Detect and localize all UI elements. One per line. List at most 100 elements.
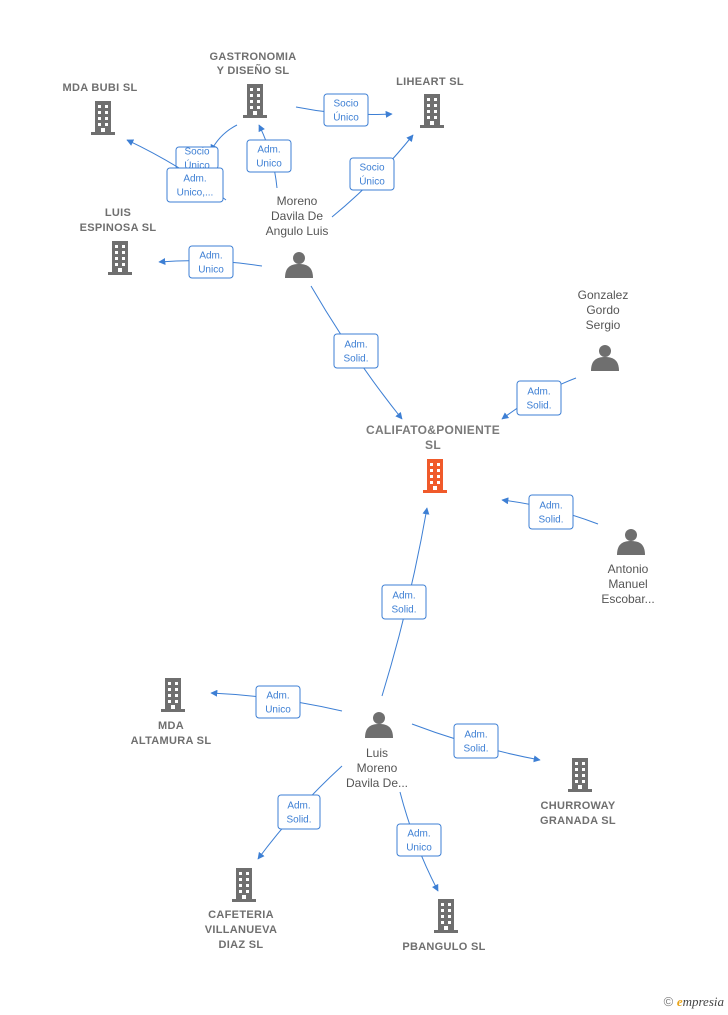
node-label-line: GRANADA SL [540,815,616,827]
node-label-line: SL [425,438,441,452]
node-label-line: CALIFATO&PONIENTE [366,423,500,437]
building-icon [420,94,444,128]
node-luisespinosa[interactable]: LUIS ESPINOSA SL [80,207,157,275]
edge-label-line: Socio [359,163,384,174]
edge-label-line: Adm. [464,730,487,741]
node-label-line: Manuel [608,577,647,591]
node-label-line: CAFETERIA [208,909,274,921]
edge-label-line: Solid. [463,744,488,755]
person-icon [617,529,645,555]
node-label-line: LUIS [105,207,131,219]
node-mdaaltamura[interactable]: MDA ALTAMURA SL [131,678,212,747]
node-label-line: Sergio [586,318,621,332]
edge-label-line: Solid. [526,401,551,412]
person-icon [591,345,619,371]
edge-luismoreno-to-mdaaltamura: Adm. Unico [210,685,343,719]
node-mdabubi[interactable]: MDA BUBI SL [63,82,138,135]
edge-label-box[interactable]: Adm. Solid. [528,494,574,530]
node-label-line: PBANGULO SL [402,941,485,953]
edge-label-line: Unico [265,705,291,716]
edge-label-box[interactable]: Adm. Unico [396,823,442,857]
edge-label-box[interactable]: Adm. Unico [246,139,292,173]
node-label-line: Davila De... [346,776,408,790]
building-icon [91,101,115,135]
node-label-line: LIHEART SL [396,76,464,88]
building-icon [161,678,185,712]
edge-label-box[interactable]: Adm. Solid. [381,584,427,620]
node-liheart[interactable]: LIHEART SL [396,76,464,128]
edge-label-line: Solid. [391,605,416,616]
edge-luismoreno-to-califato: Adm. Solid. [381,507,430,697]
edge-luismoreno-to-pbangulo: Adm. Unico [396,791,442,892]
building-icon [434,899,458,933]
node-label-line: Gordo [586,303,620,317]
edge-moreno-to-mdabubi: Adm.Unico,... [126,139,227,203]
building-icon [108,241,132,275]
building-icon [423,459,447,493]
edge-label-box[interactable]: Adm. Solid. [516,380,562,416]
edge-label-line: Adm. [392,591,415,602]
building-icon [568,758,592,792]
node-label-line: Moreno [277,194,318,208]
edge-label-line: Adm. [199,251,222,262]
node-label-line: Gonzalez [578,288,629,302]
node-label-line: MDA [158,720,184,732]
node-pbangulo[interactable]: PBANGULO SL [402,899,485,953]
edge-antonio-to-califato: Adm. Solid. [501,494,599,530]
node-label-line: ALTAMURA SL [131,735,212,747]
edge-label-line: Unico [406,843,432,854]
edge-label-box[interactable]: Adm. Solid. [453,723,499,759]
edge-label-line: Unico [256,159,282,170]
edge-label-line: Adm. [266,691,289,702]
edge-label-box[interactable]: Adm. Unico [255,685,301,719]
edge-label-box[interactable]: Adm.Unico,... [166,167,224,203]
edge-label-line: Socio [184,147,209,158]
person-icon [365,712,393,738]
edge-label-line: Adm. [539,501,562,512]
node-label-line: Escobar... [601,592,654,606]
edge-label-line: Único [359,175,385,188]
node-label-line: ESPINOSA SL [80,222,157,234]
edge-label-line: Socio [333,99,358,110]
edge-label-box[interactable]: Adm. Solid. [277,794,321,830]
edge-label-line: Adm. [407,829,430,840]
edge-label-line: Adm. [257,145,280,156]
person-icon [285,252,313,278]
edge-label-box[interactable]: Adm. Solid. [333,333,379,369]
edge-label-line: Único [333,111,359,124]
edge-label-line: Solid. [286,815,311,826]
edge-moreno-to-califato: Adm. Solid. [310,285,403,420]
node-label-line: Y DISEÑO SL [217,64,290,77]
edge-moreno-to-gastronomia: Adm. Unico [246,124,292,189]
building-icon [243,84,267,118]
edge-label-line: Adm. [527,387,550,398]
edge-label-box[interactable]: Adm. Unico [188,245,234,279]
edge-label-line: Adm. [287,801,310,812]
node-label-line: DIAZ SL [219,939,264,951]
copyright-icon: © [663,994,674,1009]
edge-label-line: Solid. [343,354,368,365]
edge-label-line: Unico,... [177,188,214,199]
node-label-line: Antonio [608,562,649,576]
node-label-line: Luis [366,746,388,760]
edge-label-line: Solid. [538,515,563,526]
node-antonio[interactable]: AntonioManuelEscobar... [601,529,655,606]
edge-moreno-to-luisespinosa: Adm. Unico [158,245,263,279]
node-label-line: GASTRONOMIA [209,51,296,63]
edge-label-line: Unico [198,265,224,276]
edge-luismoreno-to-churroway: Adm. Solid. [411,723,541,763]
brand-logo: empresia [676,994,724,1009]
edge-label-line: Adm. [344,340,367,351]
